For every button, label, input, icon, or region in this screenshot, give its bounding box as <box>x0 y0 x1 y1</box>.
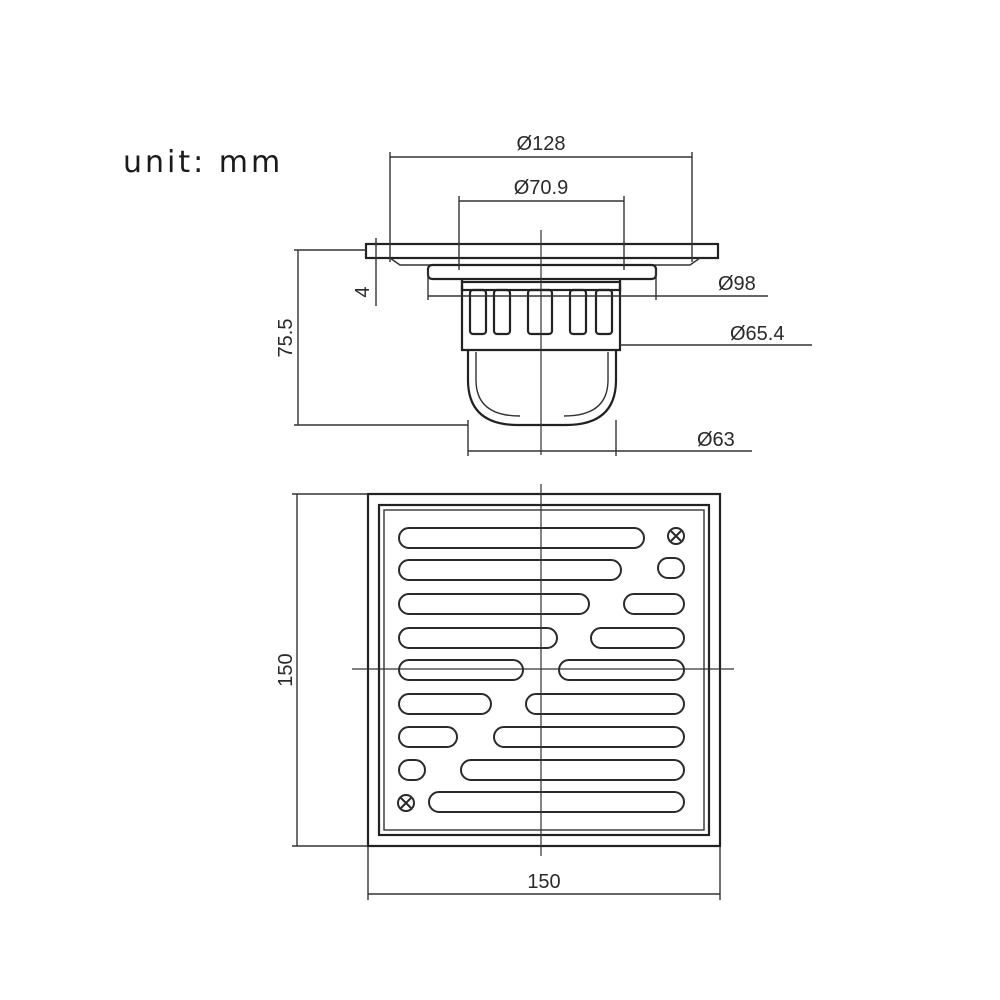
slot <box>590 627 685 649</box>
slot <box>398 627 558 649</box>
slot <box>428 791 685 813</box>
slot <box>657 557 685 579</box>
dim-ring-diameter: Ø98 <box>718 273 756 295</box>
dim-flange-diameter: Ø128 <box>517 133 566 155</box>
slot <box>398 726 458 748</box>
drain-slots <box>398 527 685 813</box>
dim-flange-thickness: 4 <box>352 286 374 297</box>
side-view: Ø128 Ø70.9 4 75.5 Ø98 Ø65.4 Ø63 <box>275 133 812 456</box>
lower-cup <box>466 350 618 427</box>
ring <box>426 263 658 281</box>
dim-top-opening: Ø70.9 <box>514 177 568 199</box>
body-windows <box>468 288 614 336</box>
screw-icon <box>397 794 415 812</box>
slot <box>398 659 524 681</box>
slot <box>398 527 645 549</box>
dim-plate-width: 150 <box>527 871 560 893</box>
inner-frame <box>377 503 711 837</box>
slot <box>398 693 492 715</box>
dim-plate-height: 150 <box>275 653 297 686</box>
slot <box>623 593 685 615</box>
slot <box>398 593 590 615</box>
screw-icon <box>667 527 685 545</box>
dim-body-diameter: Ø65.4 <box>730 323 784 345</box>
slot <box>493 726 685 748</box>
slot <box>460 759 685 781</box>
top-view: 150 150 <box>275 484 734 900</box>
dim-bottom-diameter: Ø63 <box>697 429 735 451</box>
unit-label: unit: mm <box>123 145 283 180</box>
slot <box>558 659 685 681</box>
outer-plate <box>366 492 722 848</box>
slot <box>398 559 622 581</box>
flange-plate <box>364 242 720 260</box>
dim-total-height: 75.5 <box>275 319 297 358</box>
slot <box>525 693 685 715</box>
slot <box>398 759 426 781</box>
